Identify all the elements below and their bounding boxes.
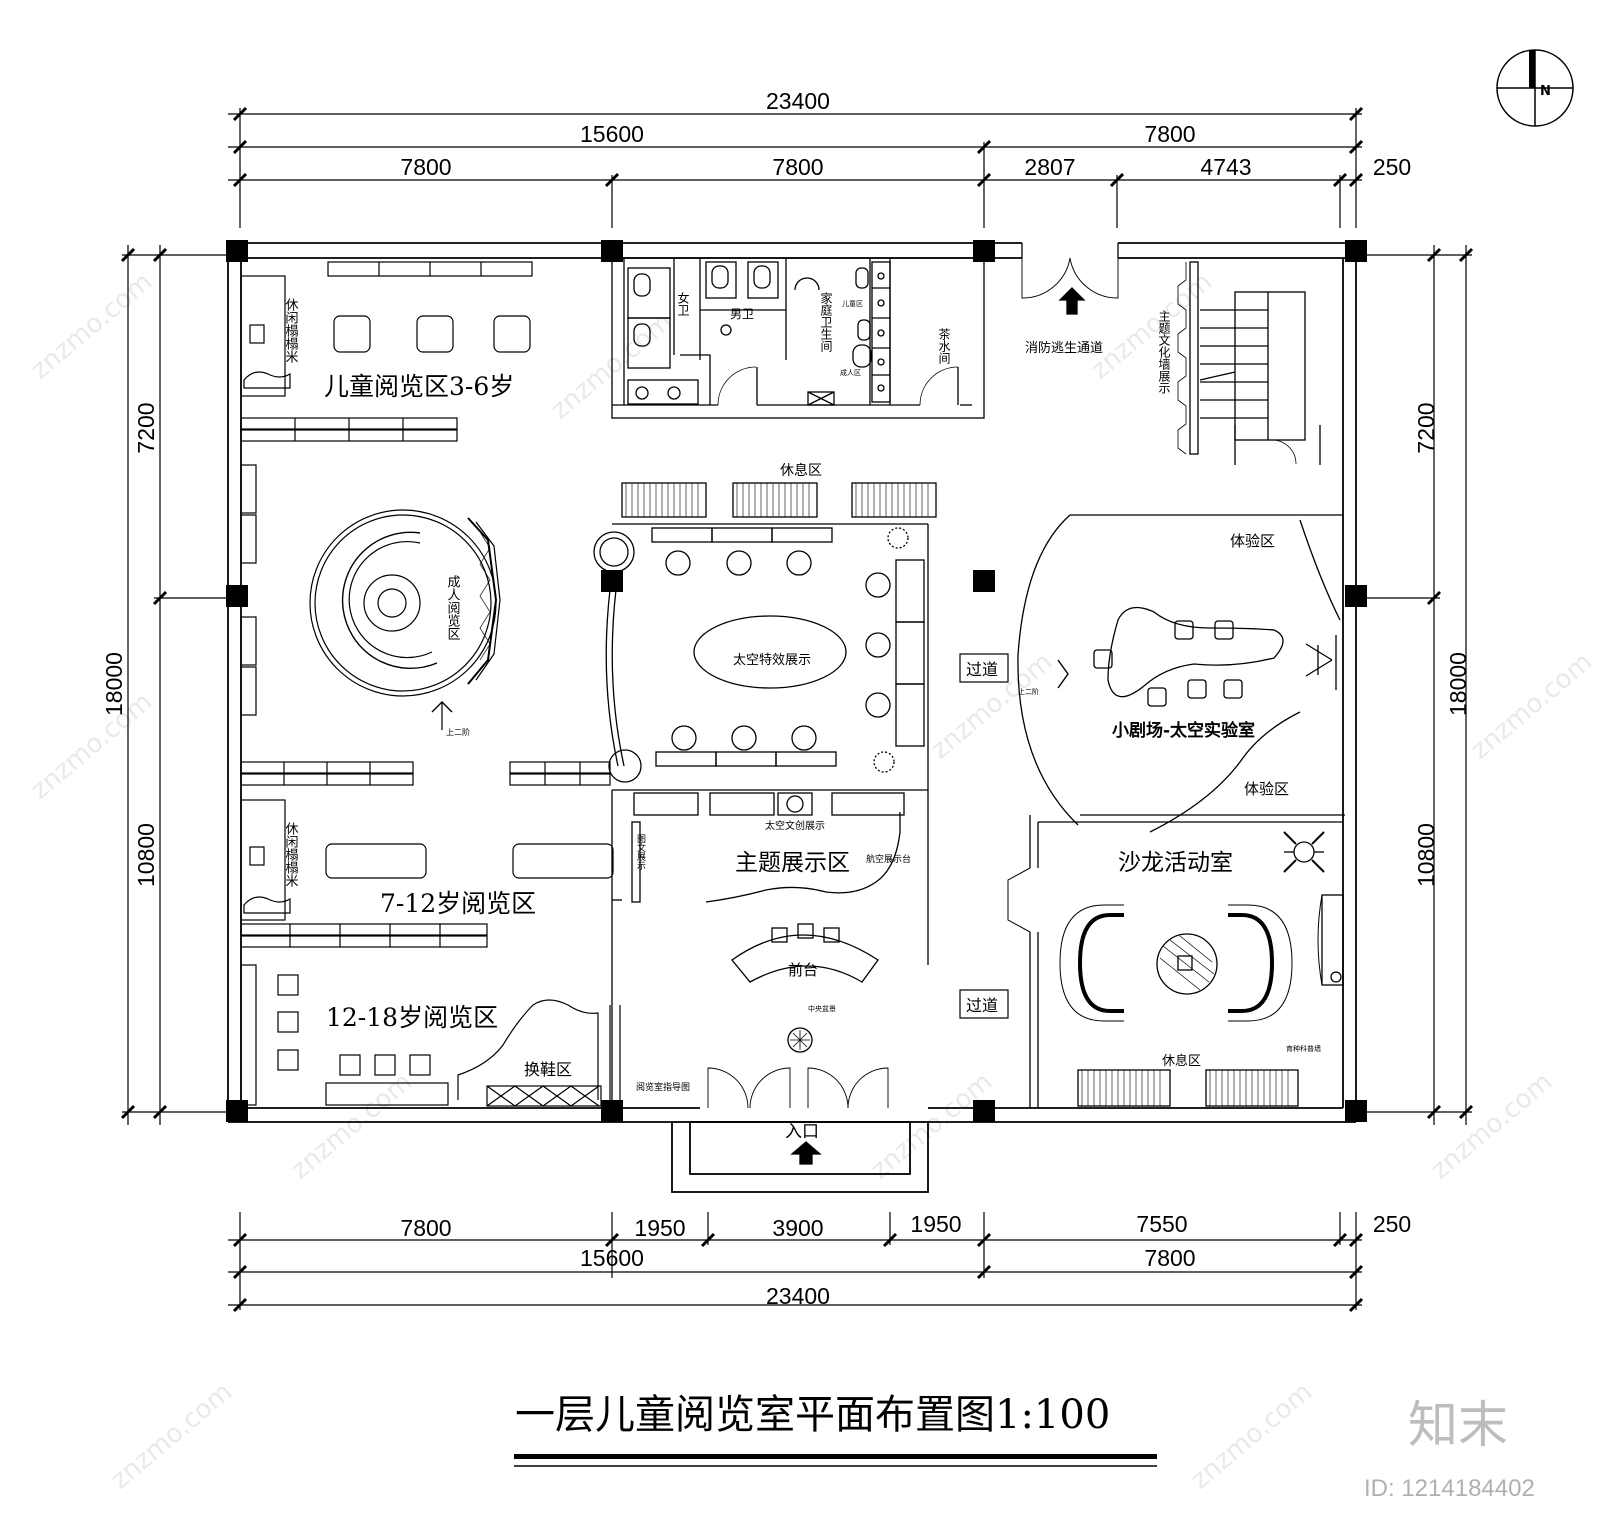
- watermark-id: ID: 1214184402: [1364, 1475, 1535, 1502]
- watermark-text: znzmo.com: [1465, 647, 1598, 765]
- up-stair-label: 上二阶: [446, 727, 470, 737]
- space-creative-label: 太空文创展示: [765, 819, 825, 832]
- corridor-label: 过道: [966, 996, 998, 1015]
- up-stair-label: 上二阶: [1018, 687, 1039, 696]
- exterior-walls: [227, 242, 1357, 1193]
- adult-area-label: 成人阅览区: [445, 575, 461, 640]
- theater-room: [1017, 514, 1345, 833]
- dim-bottom-seg: 1950: [910, 1211, 961, 1237]
- male-wc-label: 男卫: [730, 307, 754, 321]
- dim-top-seg: 7800: [772, 154, 823, 180]
- entrance-label: 入口: [785, 1122, 819, 1142]
- fire-exit-stair: [1021, 243, 1321, 465]
- central-scene-label: 中央盆景: [808, 1004, 836, 1013]
- title-underline-thick: [514, 1454, 1157, 1459]
- picture-show-label: 图文展示: [635, 834, 646, 870]
- adult-reading-area: [240, 464, 501, 730]
- dim-right-upper: 7200: [1413, 402, 1439, 453]
- corridor-label: 过道: [966, 660, 998, 679]
- dim-top-total: 23400: [766, 88, 830, 114]
- dim-bottom-seg: 1950: [634, 1215, 685, 1241]
- reception-label: 前台: [788, 961, 818, 979]
- dim-left-total: 18000: [101, 652, 127, 716]
- space-effects-label: 太空特效展示: [733, 653, 811, 668]
- science-wall-label: 育种科普墙: [1286, 1044, 1321, 1053]
- watermark-text: znzmo.com: [105, 1377, 238, 1495]
- adult-zone-label: 成人区: [840, 368, 861, 377]
- watermark-text: znzmo.com: [25, 267, 158, 385]
- dim-top-seg: 7800: [400, 154, 451, 180]
- dim-left-upper: 7200: [133, 402, 159, 453]
- watermark-text: znzmo.com: [1185, 1377, 1318, 1495]
- dim-right-total: 18000: [1445, 652, 1471, 716]
- shoe-area-label: 换鞋区: [524, 1060, 572, 1079]
- salon-label: 沙龙活动室: [1118, 850, 1233, 876]
- room-label-kids-3-6: 儿童阅览区3-6岁: [324, 372, 514, 401]
- dim-bottom-seg: 250: [1373, 1211, 1411, 1237]
- dimension-lines: [122, 108, 1472, 1310]
- north-label: N: [1540, 84, 1551, 99]
- space-effects-room: [593, 482, 937, 791]
- aero-stand-label: 航空展示台: [866, 853, 911, 865]
- north-arrow: N: [1496, 49, 1574, 127]
- tatami-label: 休闲榻榻米: [283, 822, 299, 887]
- dim-right-lower: 10800: [1413, 823, 1439, 887]
- restrooms-block: [611, 257, 985, 419]
- salon-room: [1007, 815, 1344, 1108]
- theme-exhibition: [611, 790, 929, 1165]
- female-wc-label: 女卫: [676, 291, 690, 316]
- dim-bottom-left: 15600: [580, 1245, 644, 1271]
- culture-wall-label: 主题文化墙展示: [1157, 310, 1171, 394]
- theater-label: 小剧场-太空实验室: [1112, 720, 1255, 741]
- kids-12-18-area: [240, 964, 621, 1108]
- dim-top-seg: 250: [1373, 154, 1411, 180]
- dim-left-lower: 10800: [133, 823, 159, 887]
- dim-top-seg: 4743: [1200, 154, 1251, 180]
- dim-top-left: 15600: [580, 121, 644, 147]
- child-zone-label: 儿童区: [842, 299, 863, 308]
- dim-bottom-seg: 7550: [1136, 1211, 1187, 1237]
- dimension-ticks: [120, 106, 1474, 1313]
- family-wc-label: 家庭卫生间: [819, 291, 833, 352]
- experience-area-label: 体验区: [1244, 780, 1289, 798]
- dim-bottom-seg: 7800: [400, 1215, 451, 1241]
- dim-bottom-total: 23400: [766, 1283, 830, 1309]
- watermark-text: znzmo.com: [285, 1067, 418, 1185]
- fire-exit-label: 消防逃生通道: [1025, 340, 1103, 356]
- watermark-text: znzmo.com: [25, 687, 158, 805]
- dim-bottom-right: 7800: [1144, 1245, 1195, 1271]
- guide-map-label: 阅览室指导图: [636, 1081, 690, 1093]
- theme-show-label: 主题展示区: [735, 850, 850, 876]
- drawing-title: 一层儿童阅览室平面布置图1:100: [515, 1392, 1110, 1438]
- tatami-label: 休闲榻榻米: [283, 298, 299, 363]
- dim-top-seg: 2807: [1024, 154, 1075, 180]
- watermark-text: znzmo.com: [865, 1067, 998, 1185]
- watermark-logo: 知末: [1408, 1396, 1508, 1454]
- rest-area-label: 休息区: [780, 462, 822, 479]
- dim-bottom-seg: 3900: [772, 1215, 823, 1241]
- room-label-kids-7-12: 7-12岁阅览区: [380, 889, 536, 918]
- corridor-tags: [959, 653, 1069, 1019]
- room-label-kids-12-18: 12-18岁阅览区: [326, 1003, 498, 1032]
- tea-room-label: 茶水间: [937, 327, 951, 364]
- rest-area-label: 休息区: [1162, 1053, 1201, 1069]
- watermark-text: znzmo.com: [1425, 1067, 1558, 1185]
- watermark-pattern: znzmo.com znzmo.com znzmo.com znzmo.com …: [25, 267, 1598, 1495]
- experience-area-label: 体验区: [1230, 532, 1275, 550]
- kids-7-12-area: [240, 761, 614, 948]
- kids-3-6-area: [240, 261, 533, 442]
- dim-top-right: 7800: [1144, 121, 1195, 147]
